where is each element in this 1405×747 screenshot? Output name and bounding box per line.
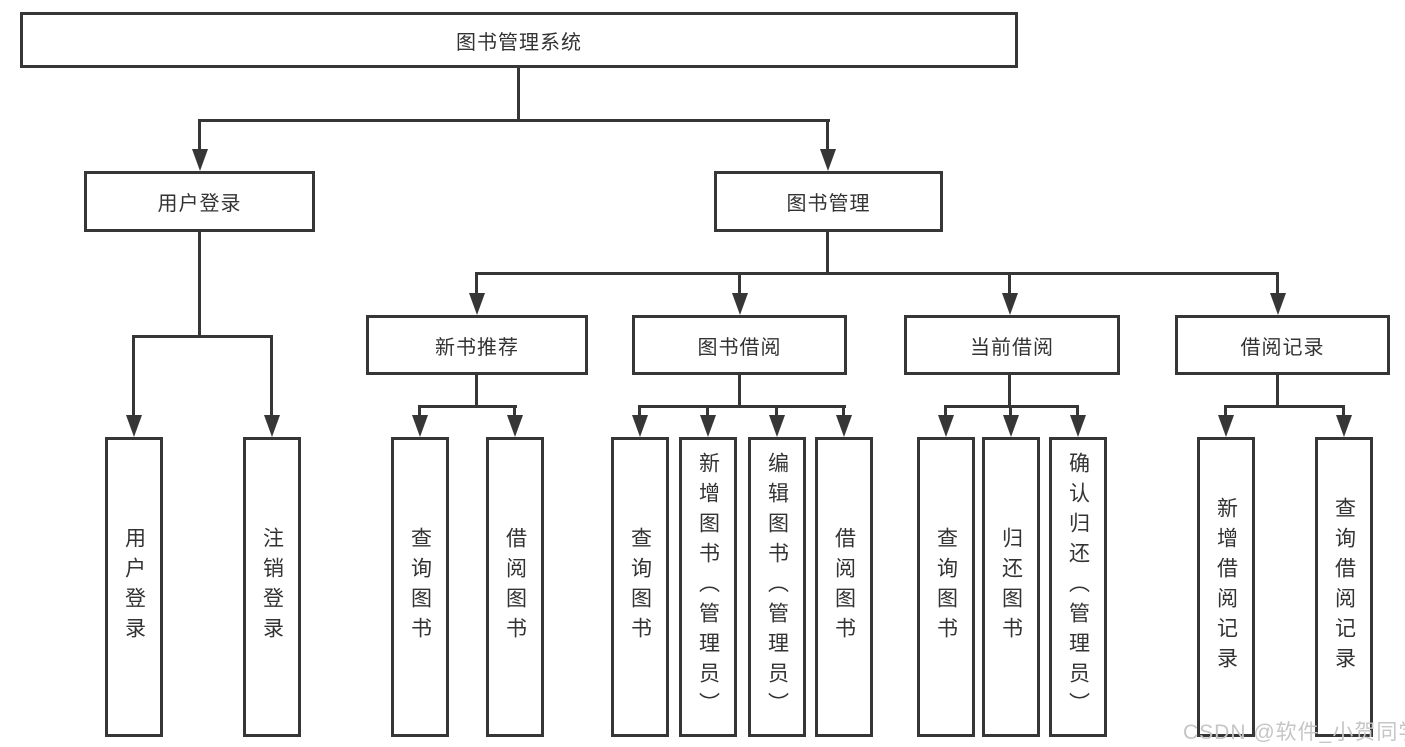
leaf-label: 查询图书 <box>934 527 958 647</box>
node-book-management: 图书管理 <box>714 171 943 232</box>
node-new-book-recommend: 新书推荐 <box>366 315 588 375</box>
arrow-down-icon <box>836 415 852 437</box>
connector-line <box>418 405 517 408</box>
connector-line <box>1224 405 1227 419</box>
leaf-query-books-current: 查询图书 <box>917 437 975 737</box>
leaf-label: 查询借阅记录 <box>1332 497 1356 677</box>
leaf-label: 借阅图书 <box>832 527 856 647</box>
leaf-query-books-recommend: 查询图书 <box>391 437 449 737</box>
connector-line <box>826 119 829 153</box>
leaf-add-borrow-record: 新增借阅记录 <box>1197 437 1255 737</box>
arrow-down-icon <box>1070 415 1086 437</box>
connector-line <box>198 119 830 122</box>
leaf-label: 归还图书 <box>999 527 1023 647</box>
connector-line <box>132 335 273 338</box>
connector-line <box>1008 375 1011 408</box>
arrow-down-icon <box>1218 415 1234 437</box>
arrow-down-icon <box>938 415 954 437</box>
arrow-down-icon <box>732 293 748 315</box>
connector-line <box>198 232 201 338</box>
arrow-down-icon <box>507 415 523 437</box>
leaf-label: 新增图书（管理员） <box>696 452 720 722</box>
arrow-down-icon <box>126 415 142 437</box>
leaf-label: 注销登录 <box>260 527 284 647</box>
connector-line <box>418 405 421 419</box>
connector-line <box>1009 405 1012 419</box>
node-library-system: 图书管理系统 <box>20 12 1018 68</box>
leaf-label: 借阅图书 <box>503 527 527 647</box>
connector-line <box>475 375 478 408</box>
connector-line <box>638 405 641 419</box>
leaf-borrow-books-borrowing: 借阅图书 <box>815 437 873 737</box>
connector-line <box>738 375 741 408</box>
connector-line <box>475 272 1279 275</box>
leaf-label: 新增借阅记录 <box>1214 497 1238 677</box>
connector-line <box>132 335 135 419</box>
leaf-label: 确认归还（管理员） <box>1066 452 1090 722</box>
leaf-edit-book-admin: 编辑图书（管理员） <box>748 437 806 737</box>
arrow-down-icon <box>632 415 648 437</box>
leaf-query-books-borrowing: 查询图书 <box>611 437 669 737</box>
arrow-down-icon <box>412 415 428 437</box>
leaf-borrow-books-recommend: 借阅图书 <box>486 437 544 737</box>
connector-line <box>198 119 201 153</box>
connector-line <box>270 335 273 419</box>
connector-line <box>738 272 741 297</box>
connector-line <box>638 405 846 408</box>
leaf-user-login: 用户登录 <box>105 437 163 737</box>
connector-line <box>1276 272 1279 297</box>
arrow-down-icon <box>1336 415 1352 437</box>
watermark: CSDN @软件_小贺同学 <box>1183 721 1405 744</box>
connector-line <box>706 405 709 419</box>
connector-line <box>826 232 829 275</box>
node-borrowing-records: 借阅记录 <box>1175 315 1390 375</box>
connector-line <box>475 272 478 297</box>
arrow-down-icon <box>1002 293 1018 315</box>
node-user-login: 用户登录 <box>84 171 315 232</box>
connector-line <box>842 405 845 419</box>
arrow-down-icon <box>1003 415 1019 437</box>
leaf-add-book-admin: 新增图书（管理员） <box>679 437 737 737</box>
connector-line <box>775 405 778 419</box>
leaf-return-books: 归还图书 <box>982 437 1040 737</box>
connector-line <box>1076 405 1079 419</box>
leaf-label: 编辑图书（管理员） <box>765 452 789 722</box>
leaf-query-borrow-record: 查询借阅记录 <box>1315 437 1373 737</box>
arrow-down-icon <box>700 415 716 437</box>
connector-line <box>517 68 520 122</box>
arrow-down-icon <box>769 415 785 437</box>
arrow-down-icon <box>1270 293 1286 315</box>
arrow-down-icon <box>192 149 208 171</box>
leaf-label: 查询图书 <box>408 527 432 647</box>
arrow-down-icon <box>264 415 280 437</box>
node-book-borrowing: 图书借阅 <box>632 315 847 375</box>
leaf-confirm-return-admin: 确认归还（管理员） <box>1049 437 1107 737</box>
node-current-borrowing: 当前借阅 <box>904 315 1120 375</box>
arrow-down-icon <box>820 149 836 171</box>
leaf-logout-login: 注销登录 <box>243 437 301 737</box>
connector-line <box>1008 272 1011 297</box>
arrow-down-icon <box>469 293 485 315</box>
connector-line <box>1342 405 1345 419</box>
leaf-label: 查询图书 <box>628 527 652 647</box>
connector-line <box>513 405 516 419</box>
leaf-label: 用户登录 <box>122 527 146 647</box>
connector-line <box>1276 375 1279 408</box>
connector-line <box>944 405 947 419</box>
connector-line <box>1224 405 1345 408</box>
